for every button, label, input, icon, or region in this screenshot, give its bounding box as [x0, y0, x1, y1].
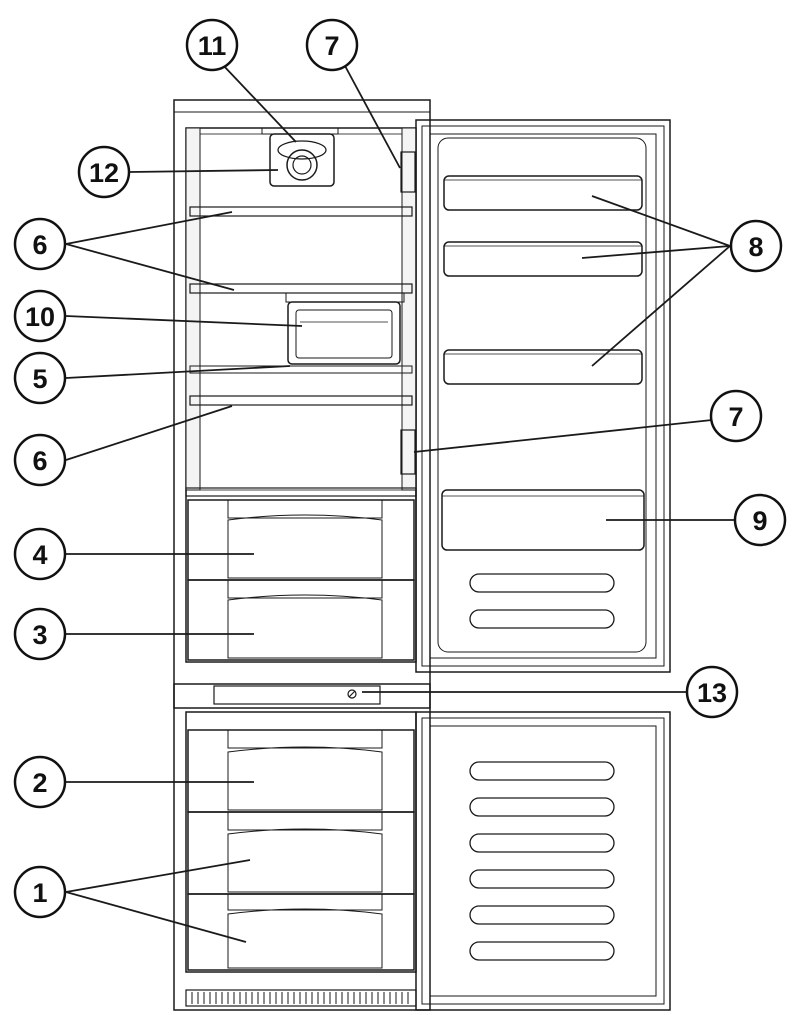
svg-text:3: 3 — [32, 620, 47, 650]
callout-10: 10 — [13, 289, 67, 343]
svg-text:7: 7 — [728, 402, 743, 432]
svg-text:1: 1 — [32, 878, 47, 908]
callout-markers: 11 7 12 6 8 10 5 7 — [13, 18, 787, 919]
callout-7-lower: 7 — [709, 389, 763, 443]
upper-door-recesses — [469, 573, 615, 629]
door-balconies — [443, 175, 643, 385]
leader-lines — [65, 63, 736, 943]
callout-3: 3 — [13, 607, 67, 661]
svg-text:9: 9 — [752, 506, 767, 536]
svg-text:13: 13 — [697, 678, 727, 708]
callout-1: 1 — [13, 865, 67, 919]
callout-13: 13 — [685, 665, 739, 719]
svg-text:11: 11 — [198, 31, 227, 61]
callout-5: 5 — [13, 351, 67, 405]
callout-2: 2 — [13, 755, 67, 809]
callout-9: 9 — [733, 493, 787, 547]
svg-text:4: 4 — [32, 540, 47, 570]
small-compartment — [285, 292, 405, 365]
svg-text:7: 7 — [324, 31, 339, 61]
bottom-grille — [185, 989, 417, 1007]
cabinet — [173, 99, 431, 1011]
callout-6-upper: 6 — [13, 217, 67, 271]
freezer-door — [415, 711, 671, 1011]
callout-6-lower: 6 — [13, 433, 67, 487]
freezer-section — [185, 711, 417, 973]
fridge-door — [415, 119, 671, 673]
svg-text:8: 8 — [748, 232, 763, 262]
light-thermostat-unit — [261, 127, 339, 187]
svg-text:6: 6 — [32, 446, 47, 476]
callout-8: 8 — [729, 219, 783, 273]
control-panel — [173, 683, 431, 709]
glass-shelves — [185, 206, 417, 497]
crisper-drawers — [187, 499, 415, 661]
callout-4: 4 — [13, 527, 67, 581]
svg-text:12: 12 — [89, 158, 119, 188]
svg-text:5: 5 — [32, 364, 47, 394]
callout-7-top: 7 — [305, 18, 359, 72]
svg-text:10: 10 — [25, 302, 55, 332]
callout-12: 12 — [77, 145, 131, 199]
svg-text:2: 2 — [32, 768, 47, 798]
callout-11: 11 — [185, 18, 239, 72]
svg-text:6: 6 — [32, 230, 47, 260]
